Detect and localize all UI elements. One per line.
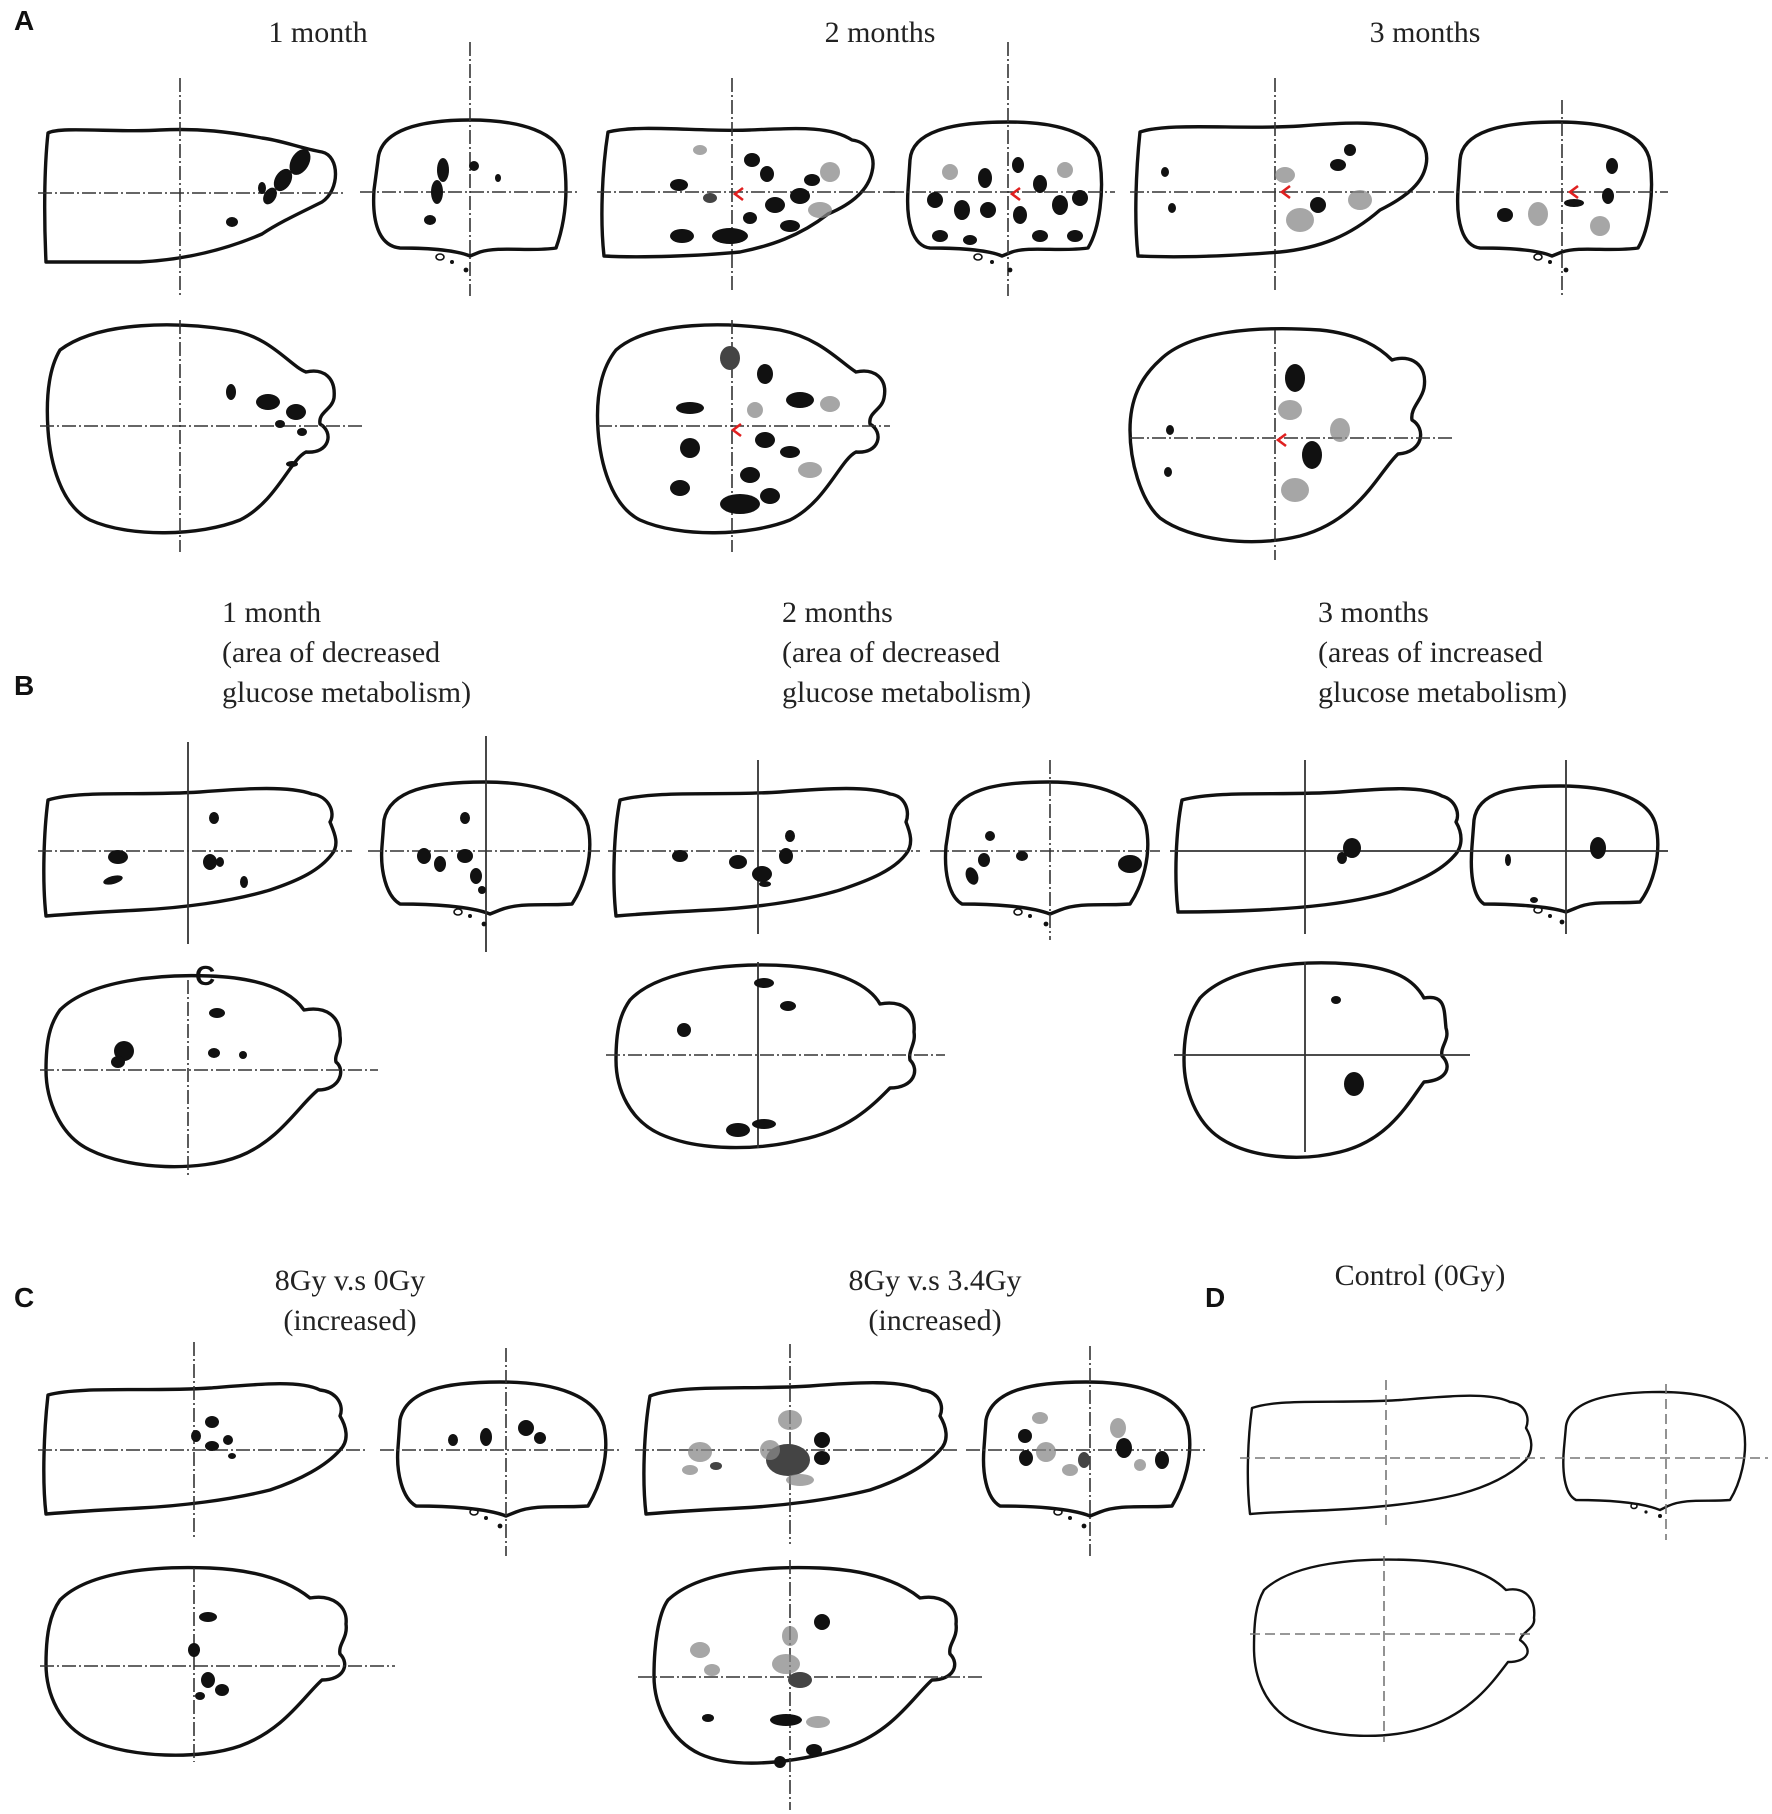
panel-c-letter: C [14, 1282, 34, 1313]
panel-b-3months-sagittal [1170, 760, 1470, 934]
panel-b-2months-axial [606, 962, 945, 1150]
panel-a-1month-axial [40, 320, 365, 552]
panel-b-col3-line1: 3 months [1318, 596, 1429, 629]
panel-d-title: Control (0Gy) [1335, 1259, 1506, 1292]
panel-b-col3-line2: (areas of increased [1318, 636, 1543, 669]
panel-b-2months-sagittal [608, 760, 920, 934]
panel-b-1month-axial [40, 973, 378, 1176]
panel-b-col1-line1: 1 month [222, 596, 321, 629]
panel-b-2months-coronal [930, 760, 1160, 940]
panel-d-control-coronal [1555, 1384, 1768, 1540]
panel-a-col2-title: 2 months [825, 16, 936, 49]
panel-b-col1-line2: (area of decreased [222, 636, 440, 669]
panel-c-8gy-vs-3-4gy-axial [638, 1560, 982, 1810]
panel-a-2months-axial [595, 320, 890, 552]
panel-d-letter: D [1205, 1282, 1225, 1313]
panel-a-3months-sagittal [1130, 78, 1440, 292]
panel-c-col2-line2: (increased) [868, 1304, 1001, 1337]
panel-c-8gy-vs-3-4gy-coronal [966, 1346, 1205, 1556]
panel-c-8gy-vs-0gy-axial [40, 1565, 395, 1762]
panel-a-3months-coronal [1440, 100, 1668, 296]
panel-c-8gy-vs-0gy-coronal [380, 1348, 620, 1556]
panel-b-3months-coronal [1460, 760, 1668, 934]
panel-c-col2-line1: 8Gy v.s 3.4Gy [848, 1264, 1021, 1297]
panel-a-2months-sagittal [597, 78, 895, 292]
panel-a-col1-title: 1 month [268, 16, 367, 49]
panel-d-control-axial [1250, 1556, 1536, 1742]
panel-d-control-sagittal [1240, 1380, 1545, 1528]
panel-b-1month-sagittal [38, 742, 352, 944]
panel-b-col1-line3: glucose metabolism) [222, 676, 471, 709]
panel-a-1month-sagittal [38, 78, 345, 296]
panel-b-1month-coronal [368, 736, 600, 952]
panel-c-8gy-vs-0gy-sagittal [38, 1342, 365, 1540]
panel-b-col2-line1: 2 months [782, 596, 893, 629]
panel-b-stray-label: C [195, 960, 215, 991]
panel-a-col3-title: 3 months [1370, 16, 1481, 49]
panel-b-col2-line2: (area of decreased [782, 636, 1000, 669]
panel-c-8gy-vs-3-4gy-sagittal [635, 1344, 960, 1544]
panel-b-letter: B [14, 670, 34, 701]
panel-a-1month-coronal [360, 42, 578, 296]
panel-a-letter: A [14, 5, 34, 36]
panel-b-3months-axial [1174, 961, 1470, 1159]
panel-a-3months-axial [1128, 327, 1455, 560]
panel-c-col1-line1: 8Gy v.s 0Gy [275, 1264, 426, 1297]
panel-a-2months-coronal [890, 42, 1115, 296]
panel-b-col3-line3: glucose metabolism) [1318, 676, 1567, 709]
panel-b-col2-line3: glucose metabolism) [782, 676, 1031, 709]
panel-c-col1-line2: (increased) [283, 1304, 416, 1337]
